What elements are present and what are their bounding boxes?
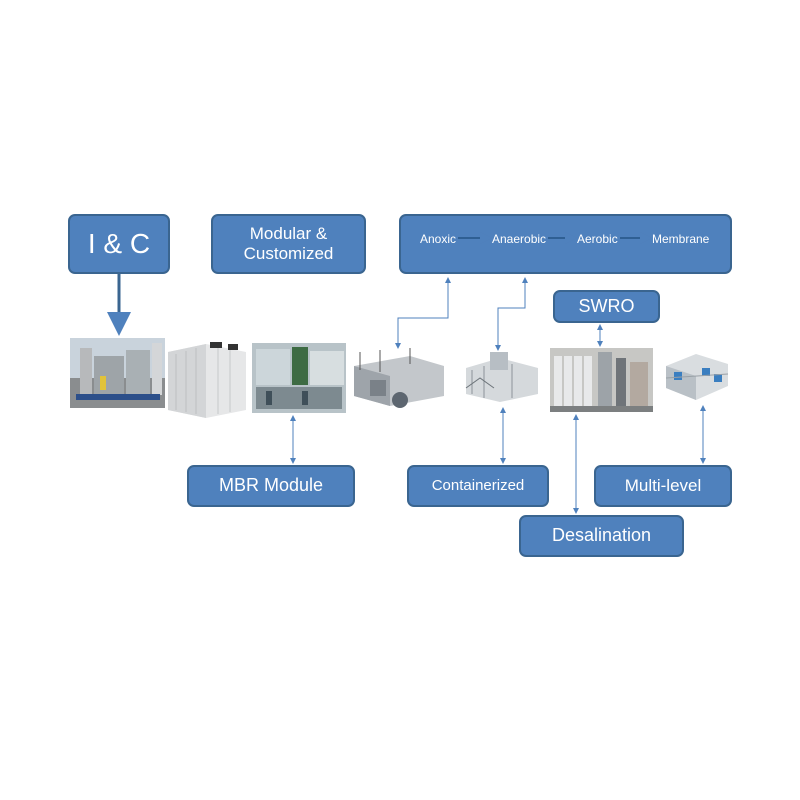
control-skid-graphic: [70, 338, 165, 408]
mbr-module-photo: [252, 343, 346, 413]
containerized-plant-render-photo: [460, 348, 542, 404]
swro-label: SWRO: [578, 295, 635, 316]
modular-customized-box: Modular & Customized: [211, 214, 366, 274]
process-to-plant-connector: [395, 277, 451, 349]
process-to-containerized-plant-connector: [495, 277, 528, 351]
step-anoxic: Anoxic: [420, 232, 457, 246]
multi-level-label: Multi-level: [624, 475, 702, 495]
container-unit-graphic: [168, 342, 246, 418]
desalination-plant-graphic: [550, 348, 653, 412]
mbr-module-label: MBR Module: [218, 475, 324, 496]
multi-level-plant-render-graphic: [665, 354, 729, 400]
step-anaerobic: Anaerobic: [492, 232, 547, 246]
control-skid-photo: [70, 338, 165, 408]
containerized-plant-render-graphic: [465, 352, 538, 402]
modular-label-line2: Customized: [243, 244, 334, 263]
multi-level-box: Multi-level: [594, 465, 732, 507]
treatment-plant-render-photo: [350, 346, 446, 412]
multi-level-plant-render-photo: [662, 346, 730, 404]
swro-box: SWRO: [553, 290, 660, 323]
ic-label: I & C: [87, 228, 151, 260]
step-membrane: Membrane: [652, 232, 710, 246]
step-aerobic: Aerobic: [577, 232, 618, 246]
desalination-label: Desalination: [551, 525, 652, 546]
treatment-plant-render-graphic: [354, 348, 444, 408]
containerized-label: Containerized: [431, 477, 525, 494]
process-flow-box: [399, 214, 732, 274]
ic-box: I & C: [68, 214, 170, 274]
containerized-box: Containerized: [407, 465, 549, 507]
desalination-plant-photo: [550, 348, 653, 412]
modular-label-line1: Modular &: [249, 223, 328, 243]
mbr-module-box: MBR Module: [187, 465, 355, 507]
desalination-box: Desalination: [519, 515, 684, 557]
mbr-module-graphic: [252, 343, 346, 413]
container-unit-photo: [166, 342, 248, 418]
